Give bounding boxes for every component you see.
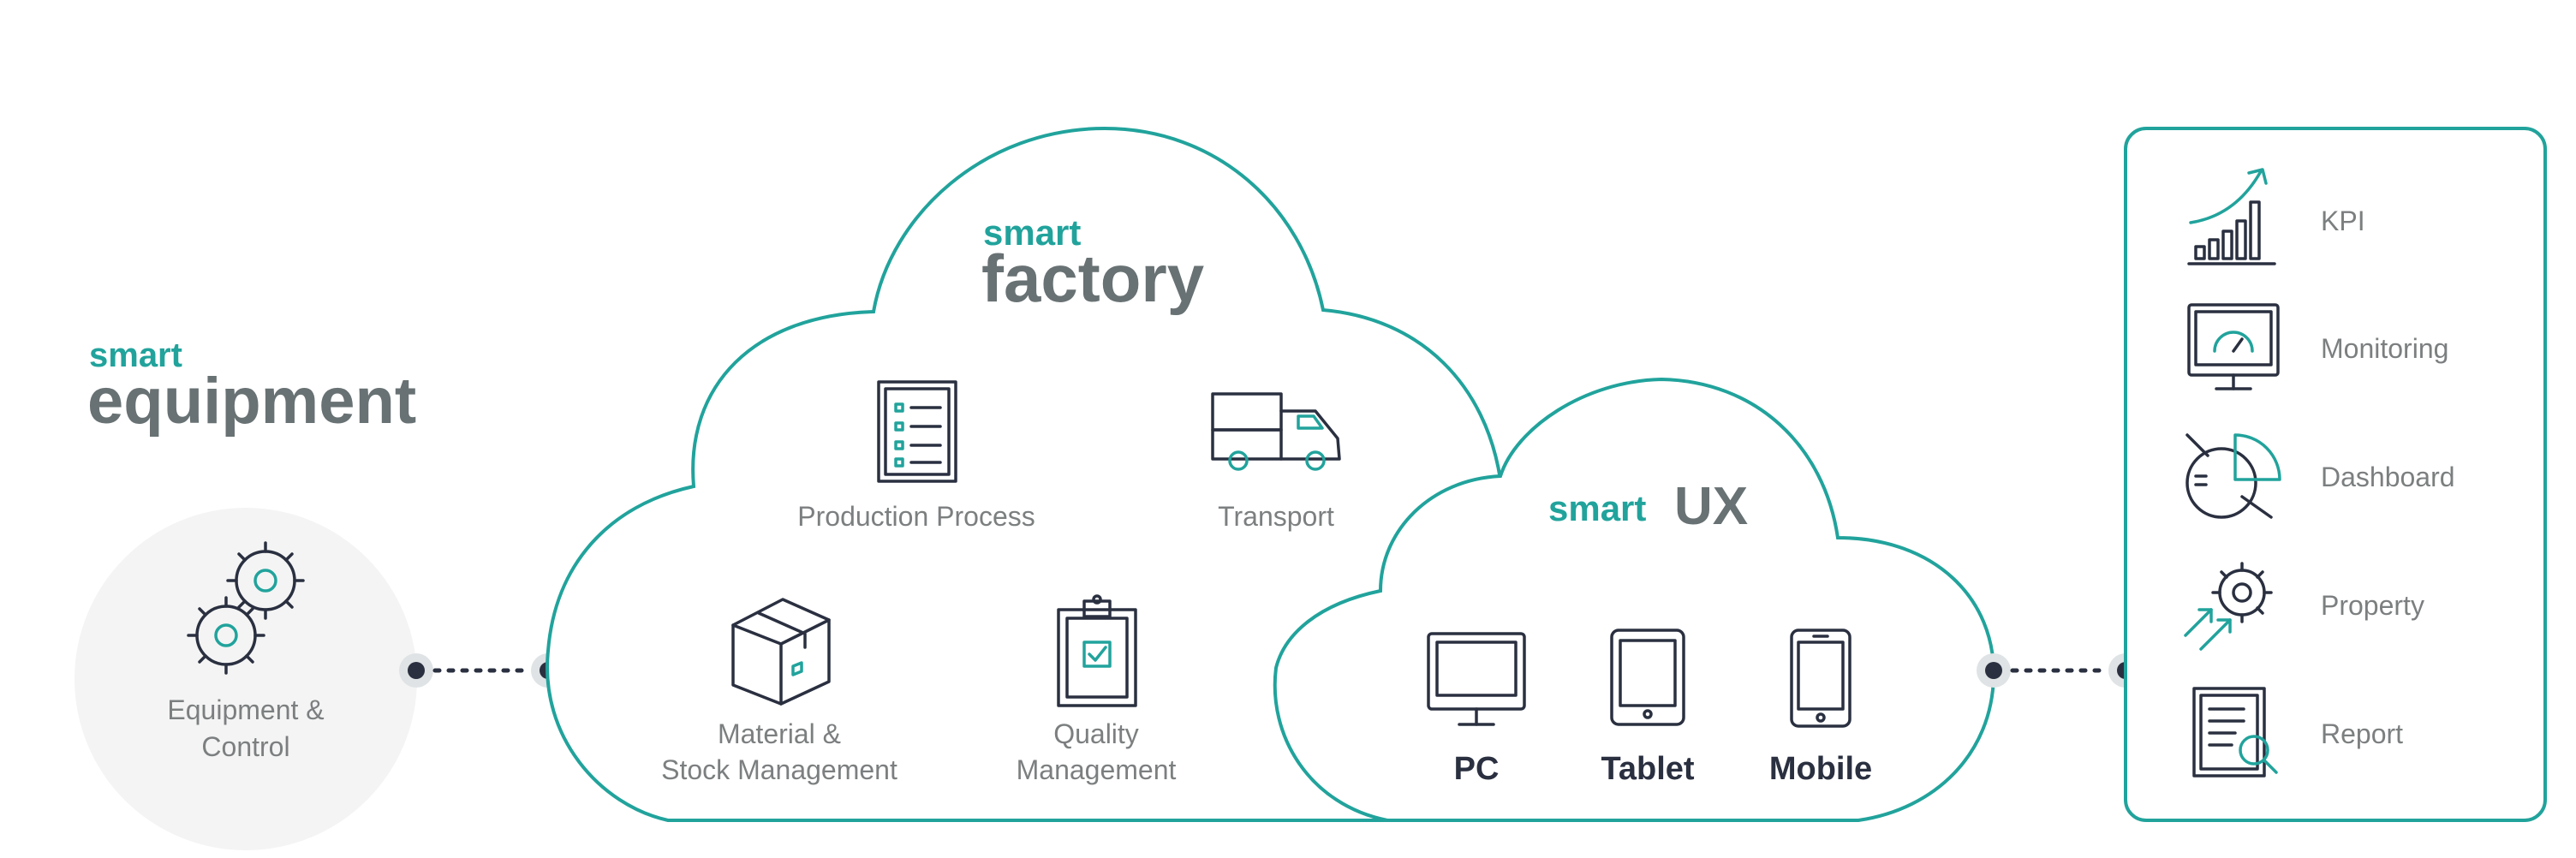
monitoring-label: Monitoring: [2321, 333, 2448, 364]
equipment-brand-small: smart: [89, 337, 182, 374]
box-icon: [731, 598, 831, 706]
production-label: Production Process: [797, 501, 1035, 532]
checklist-icon: [877, 380, 957, 483]
report-label: Report: [2321, 718, 2403, 749]
dashboard-label: Dashboard: [2321, 462, 2455, 492]
quality-label-line2: Management: [1017, 754, 1177, 785]
connector-ux-outputs: [1977, 653, 2143, 688]
material-label-line1: Material &: [718, 718, 841, 749]
gears-icon: [187, 541, 305, 675]
equipment-circle: [75, 508, 417, 850]
ux-brand-small: smart: [1548, 488, 1646, 528]
kpi-label: KPI: [2321, 206, 2365, 236]
smart-ux-cloud: smart UX PC Tablet Mobile: [1273, 377, 1996, 822]
ux-brand-big: UX: [1674, 477, 1748, 536]
report-search-icon: [2192, 687, 2278, 778]
smart-equipment-section: smart equipment: [75, 337, 417, 850]
monitor-icon: [1427, 632, 1526, 726]
connector-equipment-factory: [399, 653, 565, 688]
output-panel: KPI Monitoring Dashboard: [2124, 127, 2547, 822]
material-label-line2: Stock Management: [661, 754, 897, 785]
growth-chart-icon: [2187, 168, 2276, 265]
truck-icon: [1211, 392, 1341, 471]
gear-arrows-icon: [2184, 562, 2273, 651]
mobile-label: Mobile: [1769, 751, 1872, 787]
equipment-label-line1: Equipment &: [167, 694, 324, 725]
factory-brand-big: factory: [981, 241, 1204, 316]
mobile-icon: [1790, 629, 1852, 728]
pc-label: PC: [1454, 751, 1500, 787]
output-panel-frame: [2124, 127, 2547, 822]
equipment-brand-big: equipment: [87, 365, 416, 438]
property-label: Property: [2321, 590, 2424, 621]
equipment-label-line2: Control: [201, 731, 289, 762]
pie-dashboard-icon: [2185, 433, 2281, 519]
transport-label: Transport: [1218, 501, 1334, 532]
quality-label-line1: Quality: [1053, 718, 1139, 749]
clipboard-check-icon: [1057, 594, 1137, 707]
factory-brand-small: smart: [983, 212, 1081, 253]
gauge-monitor-icon: [2187, 303, 2280, 390]
tablet-icon: [1610, 629, 1685, 726]
tablet-label: Tablet: [1601, 751, 1694, 787]
